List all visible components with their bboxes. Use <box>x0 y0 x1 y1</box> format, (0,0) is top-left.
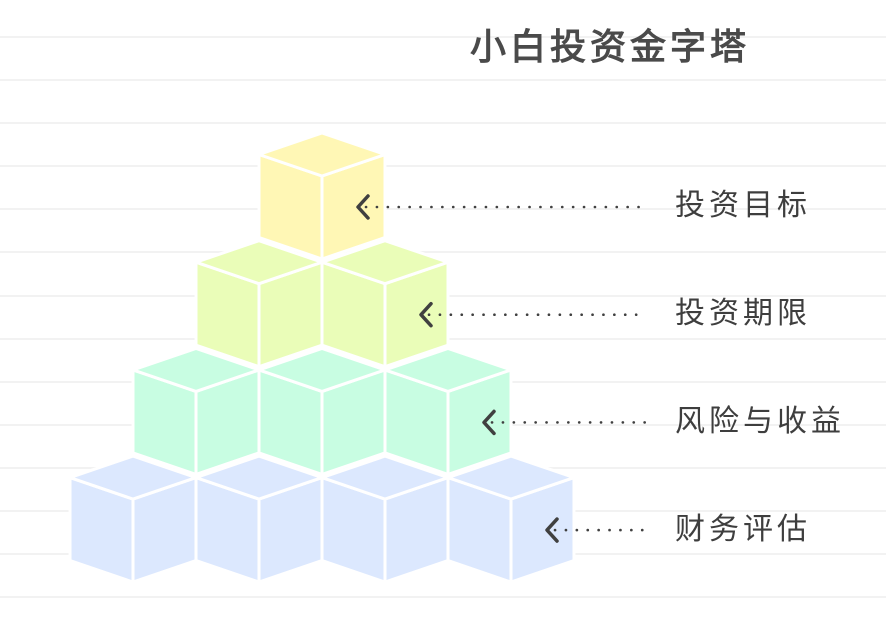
chevron-left-icon <box>482 409 496 436</box>
cube-top-face <box>257 346 387 393</box>
cube <box>446 454 576 584</box>
pointer-arrows <box>356 194 647 543</box>
cube <box>194 239 324 369</box>
cube <box>194 454 324 584</box>
cube <box>257 346 387 476</box>
chevron-left-icon <box>356 194 370 220</box>
cube-pyramid <box>68 131 576 584</box>
cube-top-face <box>257 131 387 178</box>
cube <box>257 131 387 261</box>
cube-top-face <box>68 454 198 501</box>
chevron-left-icon <box>545 517 559 543</box>
tier-label-financial-assessment: 财务评估 <box>675 512 811 547</box>
cube-top-face <box>446 454 576 501</box>
cube <box>131 346 261 476</box>
cube-top-face <box>131 346 261 393</box>
cube <box>320 454 450 584</box>
cube <box>68 454 198 584</box>
tier-label-risk-and-return: 风险与收益 <box>675 404 845 439</box>
page-title: 小白投资金字塔 <box>470 27 751 68</box>
cube-top-face <box>383 346 513 393</box>
cube-top-face <box>320 239 450 286</box>
cube-top-face <box>320 454 450 501</box>
chevron-left-icon <box>419 301 433 328</box>
tier-label-investment-goal: 投资目标 <box>675 188 811 223</box>
cube <box>320 239 450 369</box>
tier-label-investment-horizon: 投资期限 <box>675 296 811 331</box>
cube-top-face <box>194 239 324 286</box>
cube-top-face <box>194 454 324 501</box>
cube <box>383 346 513 476</box>
